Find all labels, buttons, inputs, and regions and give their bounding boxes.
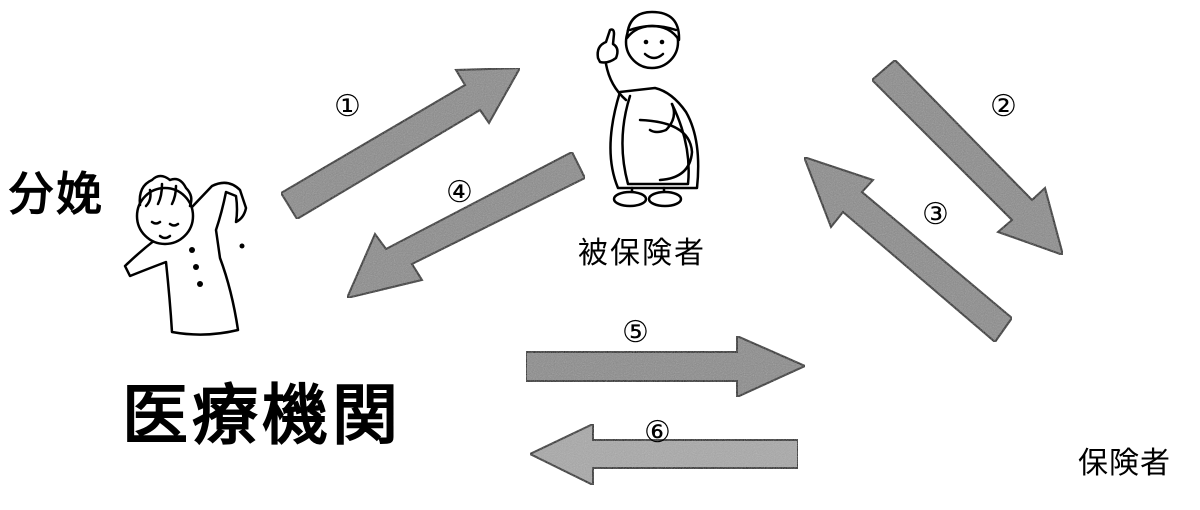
arrow-1 [279,66,522,221]
insurer-label: 保険者 [1078,446,1171,481]
arrow-4 [345,150,587,300]
step-2-label: ② [990,89,1017,124]
pregnant-woman-illustration [596,10,700,208]
step-1-label: ① [334,89,361,124]
arrow-3 [802,155,1014,344]
step-6-label: ⑥ [644,415,671,450]
arrow-2 [870,58,1065,257]
baby-illustration [123,174,248,336]
arrow-5 [525,334,808,399]
medical-institution-label: 医療機関 [122,377,402,454]
arrow-6 [527,422,799,487]
insured-person-label: 被保険者 [578,236,706,271]
step-5-label: ⑤ [622,315,649,350]
step-3-label: ③ [922,197,949,232]
birth-label: 分娩 [8,167,104,221]
step-4-label: ④ [446,175,473,210]
